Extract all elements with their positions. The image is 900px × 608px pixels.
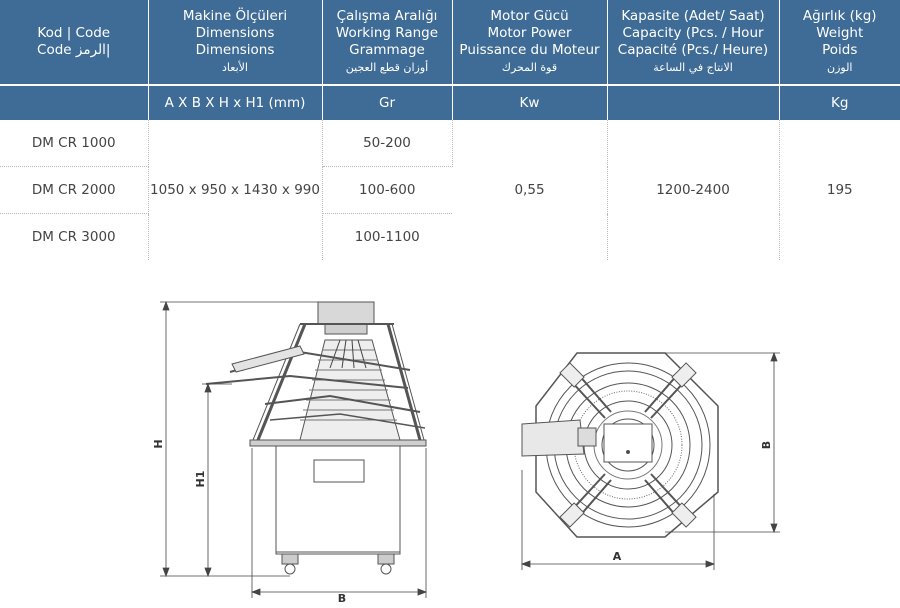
model-code: DM CR 3000 <box>0 213 149 260</box>
unit-range: Gr <box>322 84 453 120</box>
header-dimensions-fr: Dimensions <box>195 42 275 58</box>
header-motor-fr: Puissance du Moteur <box>459 42 600 58</box>
capacity-value: 1200-2400 <box>607 120 780 260</box>
top-view-dimensions <box>520 351 780 570</box>
dim-label-b-top: B <box>760 441 773 449</box>
header-code-line-2: Code الرمز| <box>37 42 111 58</box>
header-weight: Ağırlık (kg) Weight Poids الوزن <box>779 0 900 85</box>
header-weight-ar: الوزن <box>827 61 853 74</box>
header-capacity-tr: Kapasite (Adet/ Saat) <box>621 8 765 24</box>
dim-label-b-front: B <box>338 592 346 605</box>
header-weight-en: Weight <box>816 25 864 41</box>
header-capacity: Kapasite (Adet/ Saat) Capacity (Pcs. / H… <box>607 0 780 85</box>
units-row: A X B X H x H1 (mm) Gr Kw Kg <box>0 84 900 120</box>
header-range-fr: Grammage <box>349 42 425 58</box>
front-view-drawing <box>205 301 427 575</box>
range-value: 50-200 <box>322 120 453 167</box>
header-motor-tr: Motor Gücü <box>490 8 569 24</box>
model-code: DM CR 2000 <box>0 166 149 214</box>
table-row: DM CR 1000 1050 x 950 x 1430 x 990 50-20… <box>0 120 900 260</box>
header-range-tr: Çalışma Aralığı <box>336 8 438 24</box>
dimensions-value: 1050 x 950 x 1430 x 990 <box>148 120 323 260</box>
unit-code <box>0 84 149 120</box>
unit-weight: Kg <box>779 84 900 120</box>
weight-value: 195 <box>826 182 853 198</box>
header-dimensions-en: Dimensions <box>195 25 275 41</box>
header-capacity-fr: Capacité (Pcs./ Heure) <box>617 42 769 58</box>
dim-label-h: H <box>152 439 165 448</box>
header-capacity-ar: الانتاج في الساعة <box>653 61 733 74</box>
header-code: Kod | Code Code الرمز| <box>0 0 149 85</box>
unit-capacity <box>607 84 780 120</box>
header-dimensions-tr: Makine Ölçüleri <box>182 8 288 24</box>
header-range-ar: أوزان قطع العجين <box>345 61 429 74</box>
header-dimensions: Makine Ölçüleri Dimensions Dimensions ال… <box>148 0 323 85</box>
header-code-line-1: Kod | Code <box>37 25 111 41</box>
dim-label-a: A <box>613 550 622 563</box>
header-row: Kod | Code Code الرمز| Makine Ölçüleri D… <box>0 0 900 85</box>
table-row: DM CR 3000 100-1100 <box>0 213 900 260</box>
header-motor-power: Motor Gücü Motor Power Puissance du Mote… <box>452 0 608 85</box>
unit-dimensions: A X B X H x H1 (mm) <box>148 84 323 120</box>
header-weight-tr: Ağırlık (kg) <box>802 8 877 24</box>
table-row: DM CR 2000 100-600 <box>0 166 900 214</box>
header-motor-en: Motor Power <box>487 25 572 41</box>
top-view-drawing <box>521 352 719 538</box>
header-dimensions-ar: الأبعاد <box>222 61 248 74</box>
header-motor-ar: قوة المحرك <box>501 61 558 74</box>
front-view-dimensions <box>160 300 428 598</box>
unit-motor: Kw <box>452 84 608 120</box>
spec-table: Kod | Code Code الرمز| Makine Ölçüleri D… <box>0 0 900 260</box>
model-code: DM CR 1000 <box>0 120 149 167</box>
header-weight-fr: Poids <box>822 42 858 58</box>
header-capacity-en: Capacity (Pcs. / Hour <box>622 25 764 41</box>
motor-power-value: 0,55 <box>452 120 608 260</box>
header-working-range: Çalışma Aralığı Working Range Grammage أ… <box>322 0 453 85</box>
range-value: 100-600 <box>322 166 452 214</box>
dim-label-h1: H1 <box>194 471 207 488</box>
range-value: 100-1100 <box>354 229 420 245</box>
header-range-en: Working Range <box>335 25 439 41</box>
